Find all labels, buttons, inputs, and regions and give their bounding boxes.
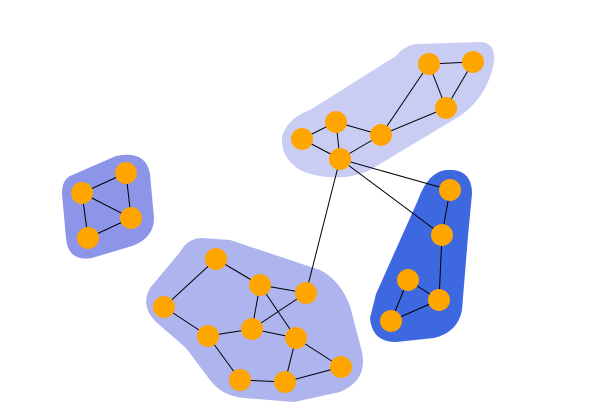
graph-node-k[interactable] (77, 227, 99, 249)
edge-g-s (305, 158, 341, 294)
edge-q-t (163, 258, 217, 308)
edge-a-e (380, 63, 430, 136)
graph-node-u[interactable] (241, 318, 263, 340)
graph-node-m[interactable] (431, 224, 453, 246)
graph-node-e[interactable] (370, 124, 392, 146)
graph-node-t[interactable] (153, 296, 175, 318)
graph-node-n[interactable] (397, 269, 419, 291)
graph-node-a[interactable] (418, 53, 440, 75)
graph-node-v[interactable] (197, 325, 219, 347)
graph-node-f[interactable] (291, 128, 313, 150)
graph-node-x[interactable] (330, 356, 352, 378)
cluster-hull-top-right (281, 42, 495, 178)
graph-node-h[interactable] (115, 162, 137, 184)
graph-node-b[interactable] (462, 51, 484, 73)
graph-node-l[interactable] (439, 179, 461, 201)
edge-g-l (339, 158, 451, 191)
edge-c-e (380, 107, 447, 136)
graph-node-z[interactable] (274, 371, 296, 393)
edge-g-m (339, 158, 443, 236)
graph-node-w[interactable] (285, 327, 307, 349)
graph-node-p[interactable] (380, 310, 402, 332)
graph-node-d[interactable] (325, 111, 347, 133)
nodes-layer (71, 51, 484, 393)
graph-node-s[interactable] (295, 282, 317, 304)
graph-node-r[interactable] (249, 274, 271, 296)
graph-node-q[interactable] (205, 248, 227, 270)
graph-node-c[interactable] (435, 97, 457, 119)
graph-node-o[interactable] (428, 289, 450, 311)
graph-node-g[interactable] (329, 148, 351, 170)
graph-node-y[interactable] (229, 369, 251, 391)
graph-node-i[interactable] (71, 182, 93, 204)
graph-node-j[interactable] (120, 207, 142, 229)
